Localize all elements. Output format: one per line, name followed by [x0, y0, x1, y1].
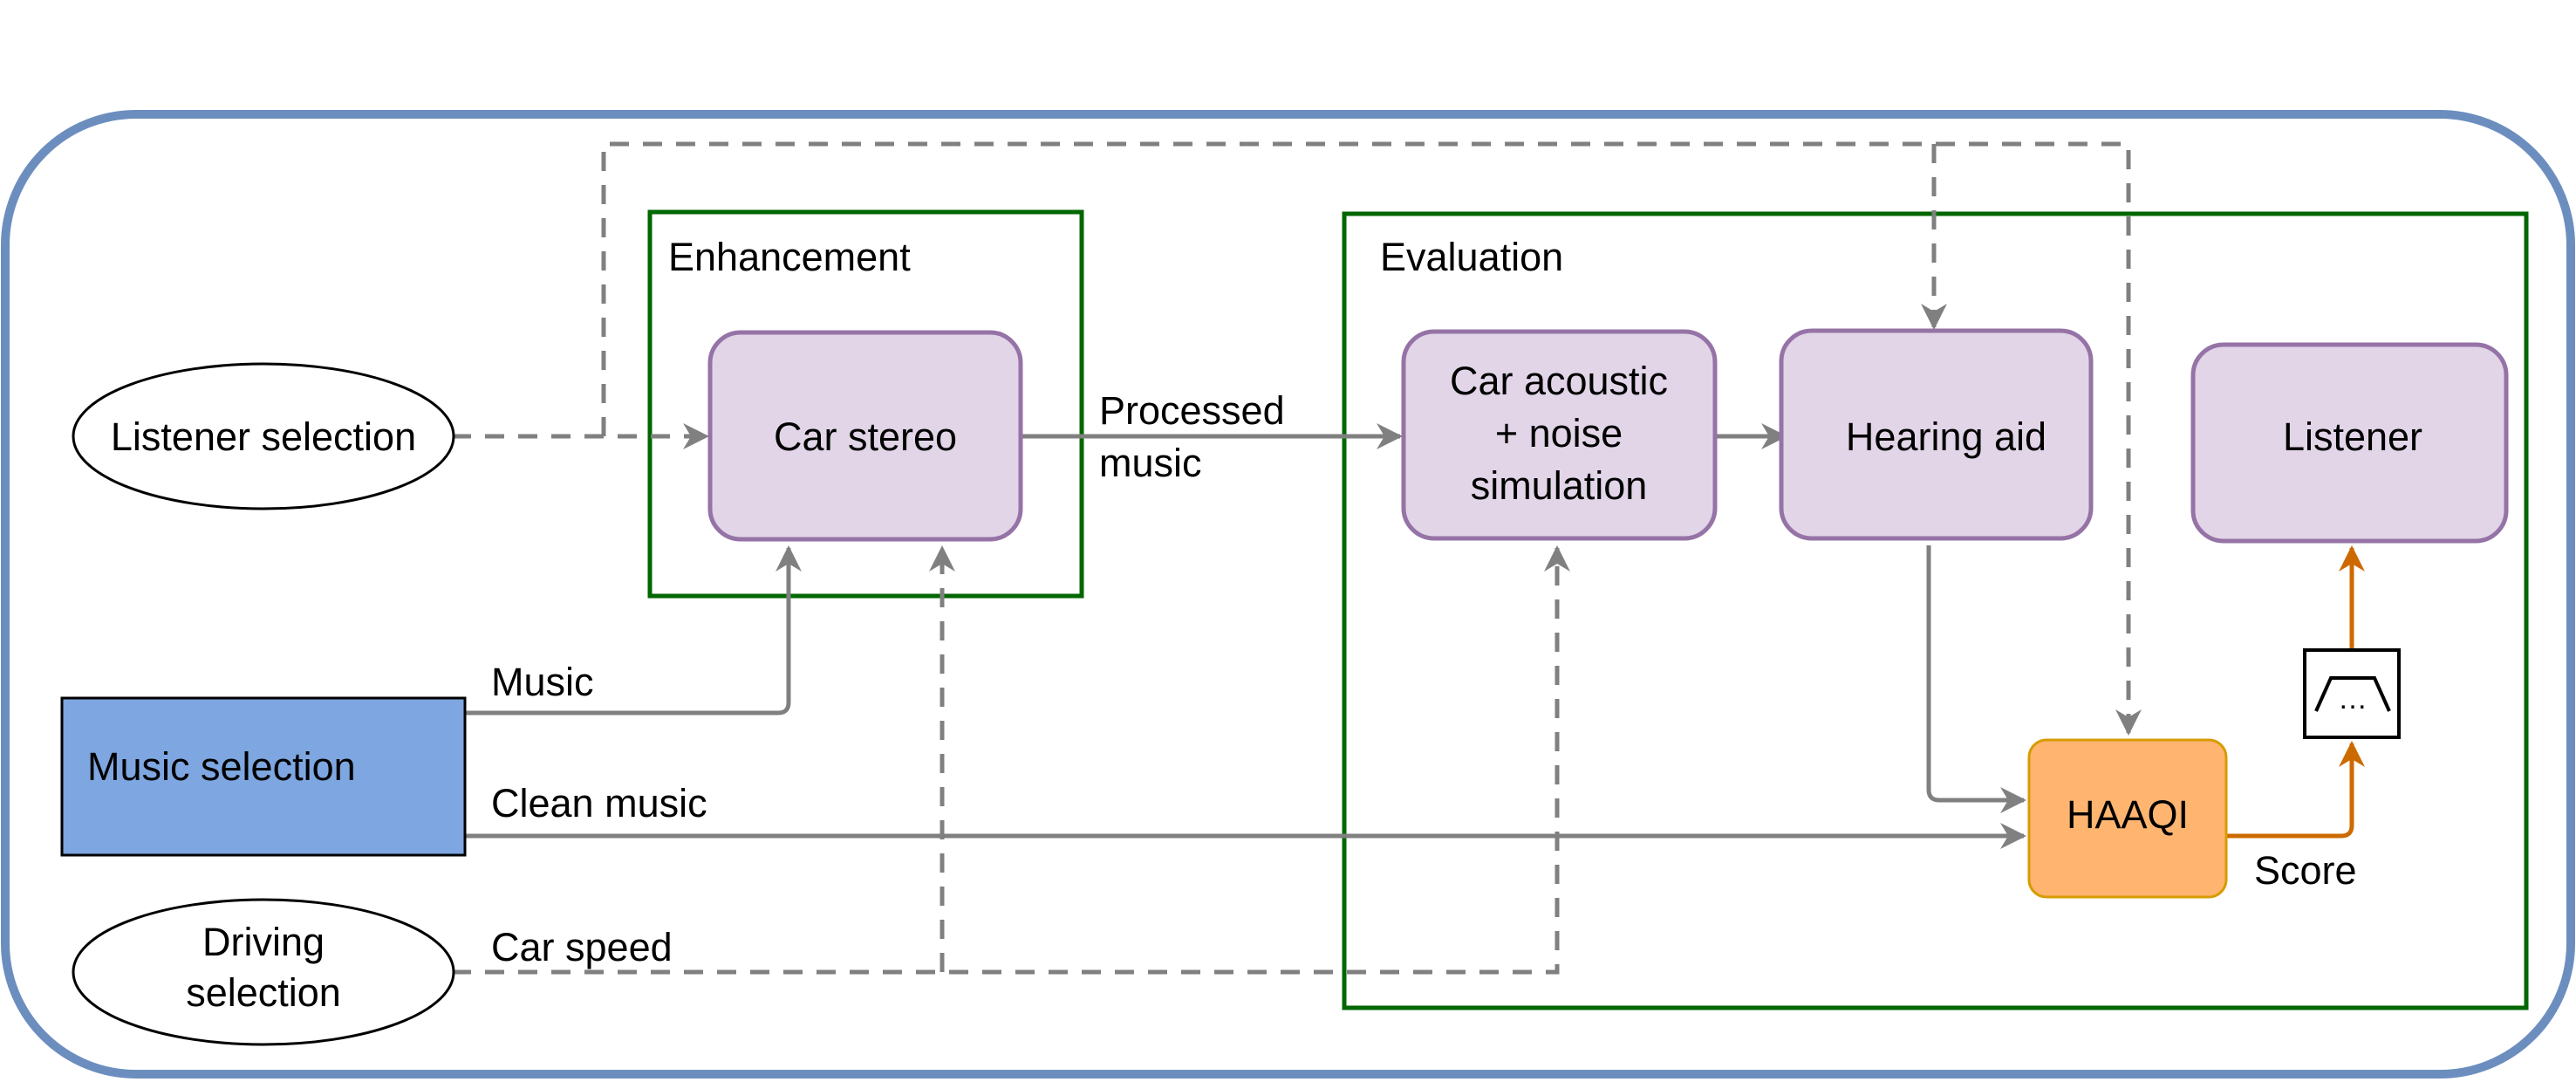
music-selection-label: Music selection	[87, 744, 356, 789]
enhancement-title: Enhancement	[668, 235, 911, 279]
evaluation-title: Evaluation	[1380, 235, 1563, 279]
listener-selection-node	[72, 362, 455, 510]
car-acoustic-label-3: simulation	[1471, 463, 1648, 508]
car-stereo-label: Car stereo	[774, 414, 957, 459]
driving-selection-node	[72, 898, 455, 1046]
music-edge-label: Music	[491, 660, 594, 704]
haaqi-label: HAAQI	[2067, 792, 2189, 837]
hearing-aid-to-haaqi-edge	[1926, 545, 2026, 813]
driving-selection-label-2: selection	[186, 970, 341, 1015]
music-selection-node	[60, 696, 467, 857]
car-acoustic-node	[1401, 329, 1718, 541]
haaqi-node	[2027, 738, 2228, 899]
score-edge	[2223, 741, 2365, 839]
driving-selection-label-1: Driving	[202, 920, 325, 964]
processed-music-label-1: Processed	[1099, 388, 1285, 433]
music-edge	[465, 545, 802, 716]
threshold-icon: …	[2303, 648, 2401, 739]
enhancement-group	[647, 209, 1084, 599]
car-speed-edge	[452, 545, 1570, 975]
car-stereo-node	[707, 330, 1023, 542]
listener-label: Listener	[2283, 414, 2422, 459]
listener-node	[2190, 342, 2509, 544]
clean-music-edge-label: Clean music	[491, 781, 707, 825]
car-acoustic-label-1: Car acoustic	[1450, 359, 1668, 403]
listener-selection-label: Listener selection	[111, 414, 416, 459]
hearing-aid-node	[1779, 328, 2094, 541]
processed-music-label-2: music	[1099, 441, 1202, 485]
score-edge-label: Score	[2254, 848, 2357, 893]
listener-top-bus-edge	[601, 141, 2142, 736]
car-acoustic-label-2: + noise	[1495, 411, 1623, 455]
threshold-dots: …	[2338, 682, 2368, 716]
hearing-aid-label: Hearing aid	[1846, 414, 2046, 459]
car-speed-edge-label: Car speed	[491, 925, 673, 969]
